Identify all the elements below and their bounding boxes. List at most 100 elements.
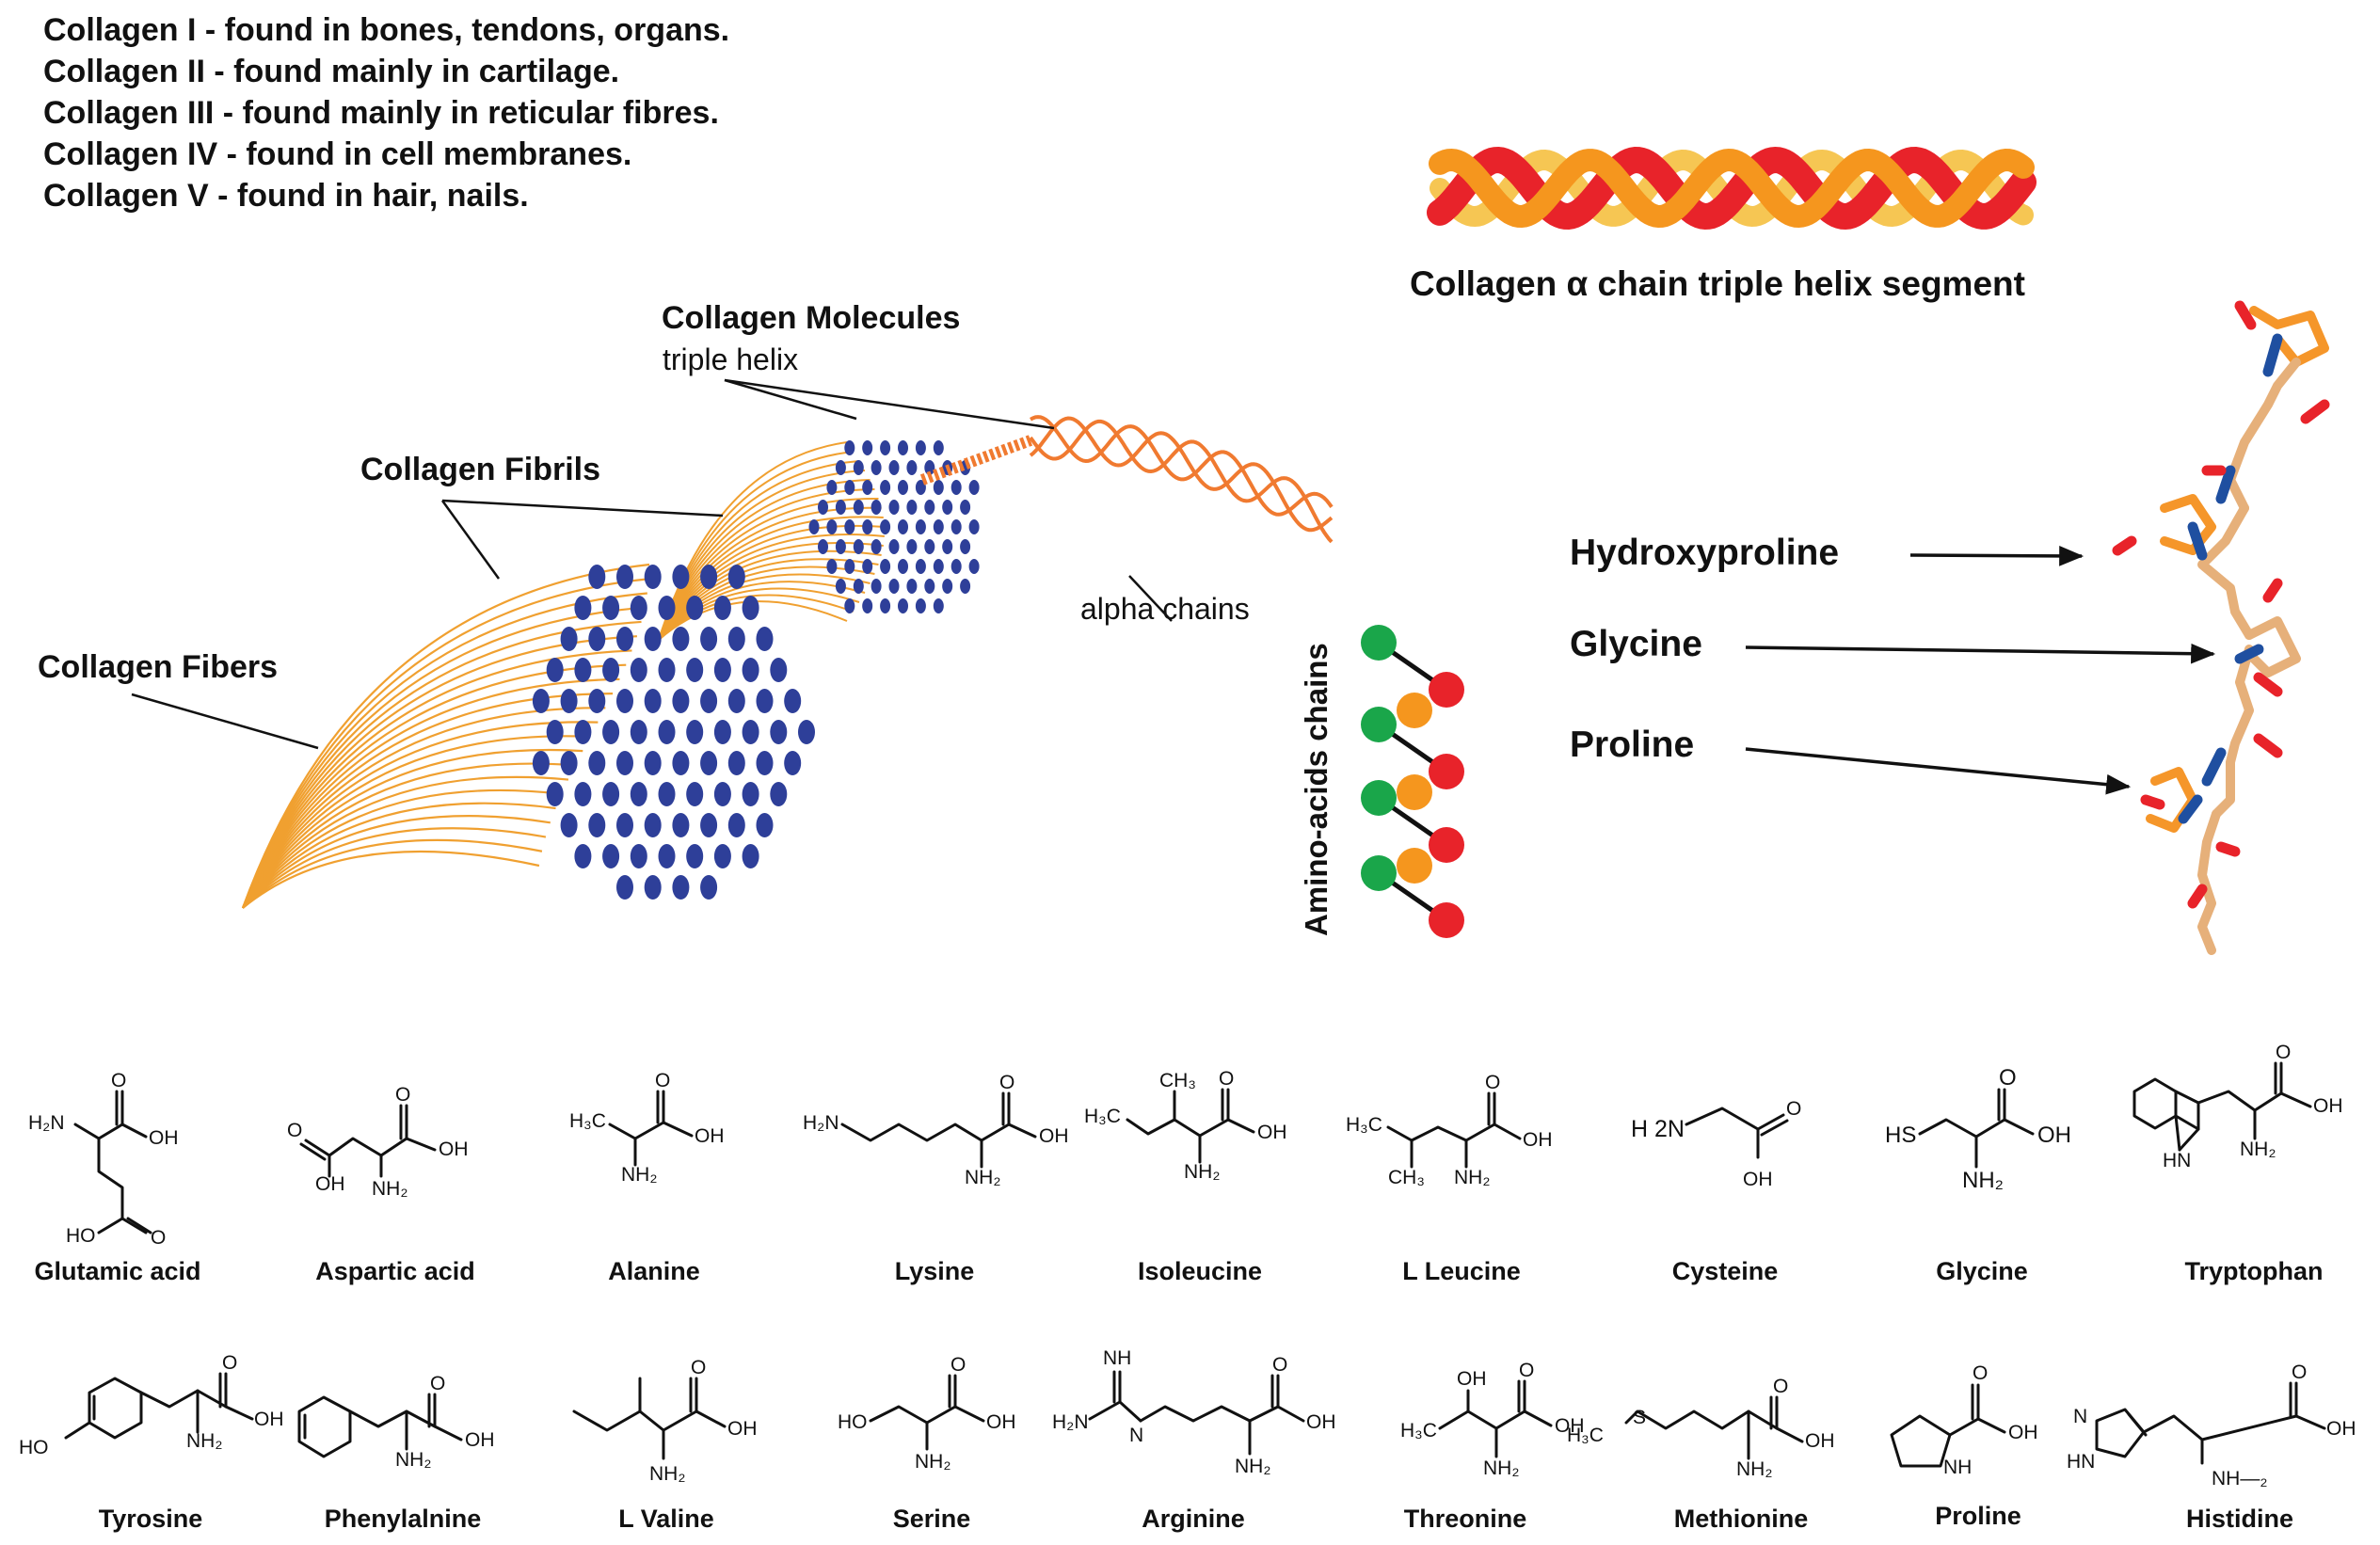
helix-strand-3: [1429, 148, 2035, 229]
arrow-glycine: [1745, 643, 2216, 664]
structure-arginine: NH H₂N N O OH NH₂: [1052, 1347, 1336, 1477]
trp-o: O: [2276, 1042, 2291, 1063]
leu-oh: OH: [1523, 1129, 1553, 1151]
structure-alanine: H₃C O OH NH₂: [569, 1070, 725, 1186]
fiber-dot: [686, 720, 704, 744]
fiber-dot: [574, 596, 592, 620]
fibril-dot: [968, 519, 980, 534]
label-pointers: [131, 378, 1173, 750]
fibril-dot: [933, 519, 944, 534]
fibril-dot: [924, 460, 935, 475]
fiber-dot: [560, 751, 578, 775]
orange-residue: [1397, 774, 1432, 810]
fiber-dot: [574, 720, 592, 744]
pointer-fibrils-a: [440, 500, 501, 580]
fibril-dot: [871, 579, 882, 594]
fiber-dot: [713, 844, 731, 868]
fiber-dot: [630, 844, 647, 868]
structure-tryptophan: HN O OH NH₂: [2132, 1042, 2343, 1171]
collagen-type-2: Collagen II - found mainly in cartilage.: [43, 54, 619, 89]
fiber-dot: [616, 565, 633, 589]
his-o: O: [2292, 1362, 2307, 1383]
structure-tyrosine: HO O OH NH₂: [19, 1352, 284, 1458]
fibril-dot: [835, 539, 846, 554]
fiber-dot: [700, 875, 718, 900]
oxygen-stick: [2112, 535, 2137, 556]
fibril-dot: [915, 480, 926, 495]
asp-nh2: NH₂: [372, 1178, 407, 1200]
fiber-dot: [588, 565, 606, 589]
structure-lysine: H₂N O OH NH₂: [803, 1072, 1069, 1188]
name-serine: Serine: [893, 1505, 971, 1533]
leu-nh2: NH₂: [1454, 1167, 1490, 1188]
fiber-dot: [602, 596, 620, 620]
fibril-dot: [950, 480, 962, 495]
met-o: O: [1773, 1376, 1788, 1397]
fiber-dot: [672, 751, 690, 775]
fiber-strand: [242, 850, 540, 909]
fiber-dot: [644, 875, 662, 900]
fibril-dot: [818, 539, 828, 554]
nitrogen-stick: [2215, 465, 2236, 504]
val-oh: OH: [727, 1418, 758, 1440]
fibril-dot: [844, 440, 855, 455]
fibril-dot: [853, 460, 864, 475]
fiber-dot: [727, 689, 745, 713]
fibril-strand: [658, 534, 885, 641]
fiber-dot: [713, 596, 731, 620]
stick-segment: [2249, 306, 2329, 367]
fiber-dot: [700, 689, 718, 713]
fiber-dot: [770, 658, 788, 682]
fiber-dot: [742, 658, 759, 682]
fiber-dot: [756, 627, 774, 651]
fibril-dot: [906, 579, 918, 594]
fiber-dot: [672, 627, 690, 651]
name-isoleucine: Isoleucine: [1138, 1257, 1262, 1285]
fibril-dot: [835, 500, 846, 515]
fiber-strand: [242, 721, 599, 909]
fiber-dot: [630, 720, 647, 744]
fibril-dot: [950, 519, 962, 534]
collagen-type-3: Collagen III - found mainly in reticular…: [43, 95, 719, 131]
red-residue: [1429, 754, 1464, 789]
fiber-strand: [241, 606, 646, 909]
fibril-dot: [844, 480, 855, 495]
fibril-dot: [826, 480, 838, 495]
asp-o2: O: [395, 1084, 410, 1106]
fiber-dot: [560, 813, 578, 837]
fibril-dot: [915, 598, 926, 613]
his-n: N: [2073, 1406, 2087, 1427]
structure-threonine: OH H₃C O OH NH₂: [1400, 1360, 1585, 1479]
glu-oh: OH: [149, 1127, 179, 1149]
thr-oh: OH: [1555, 1415, 1585, 1437]
fiber-dot: [700, 565, 718, 589]
fiber-dot: [588, 627, 606, 651]
oxygen-stick: [2300, 399, 2330, 424]
fibril-dot: [871, 460, 882, 475]
gly-hs: HS: [1885, 1123, 1916, 1148]
fibril-strand: [658, 573, 871, 641]
fibril-dot: [915, 519, 926, 534]
fiber-dot: [686, 782, 704, 806]
arg-h2n: H₂N: [1052, 1411, 1088, 1433]
fiber-dot: [784, 751, 802, 775]
stick-segment: [2160, 494, 2216, 555]
fibril-dot: [960, 579, 971, 594]
red-residue: [1429, 902, 1464, 938]
fiber-strand: [242, 802, 556, 909]
thr-nh2: NH₂: [1483, 1457, 1519, 1479]
fiber-cross-section: [532, 565, 815, 900]
green-residue: [1361, 625, 1397, 661]
glu-o2: O: [151, 1227, 166, 1249]
fiber-strand: [242, 735, 591, 909]
fibril-dot: [871, 500, 882, 515]
alpha-chain-3: [1030, 415, 1334, 517]
fiber-dot: [713, 658, 731, 682]
fiber-dot: [616, 875, 633, 900]
fibril-dot: [880, 519, 891, 534]
fibril-dot: [933, 598, 944, 613]
fiber-dot: [532, 689, 550, 713]
fiber-dot: [616, 627, 633, 651]
fibril-dot: [880, 559, 891, 574]
asp-oh: OH: [439, 1139, 469, 1160]
